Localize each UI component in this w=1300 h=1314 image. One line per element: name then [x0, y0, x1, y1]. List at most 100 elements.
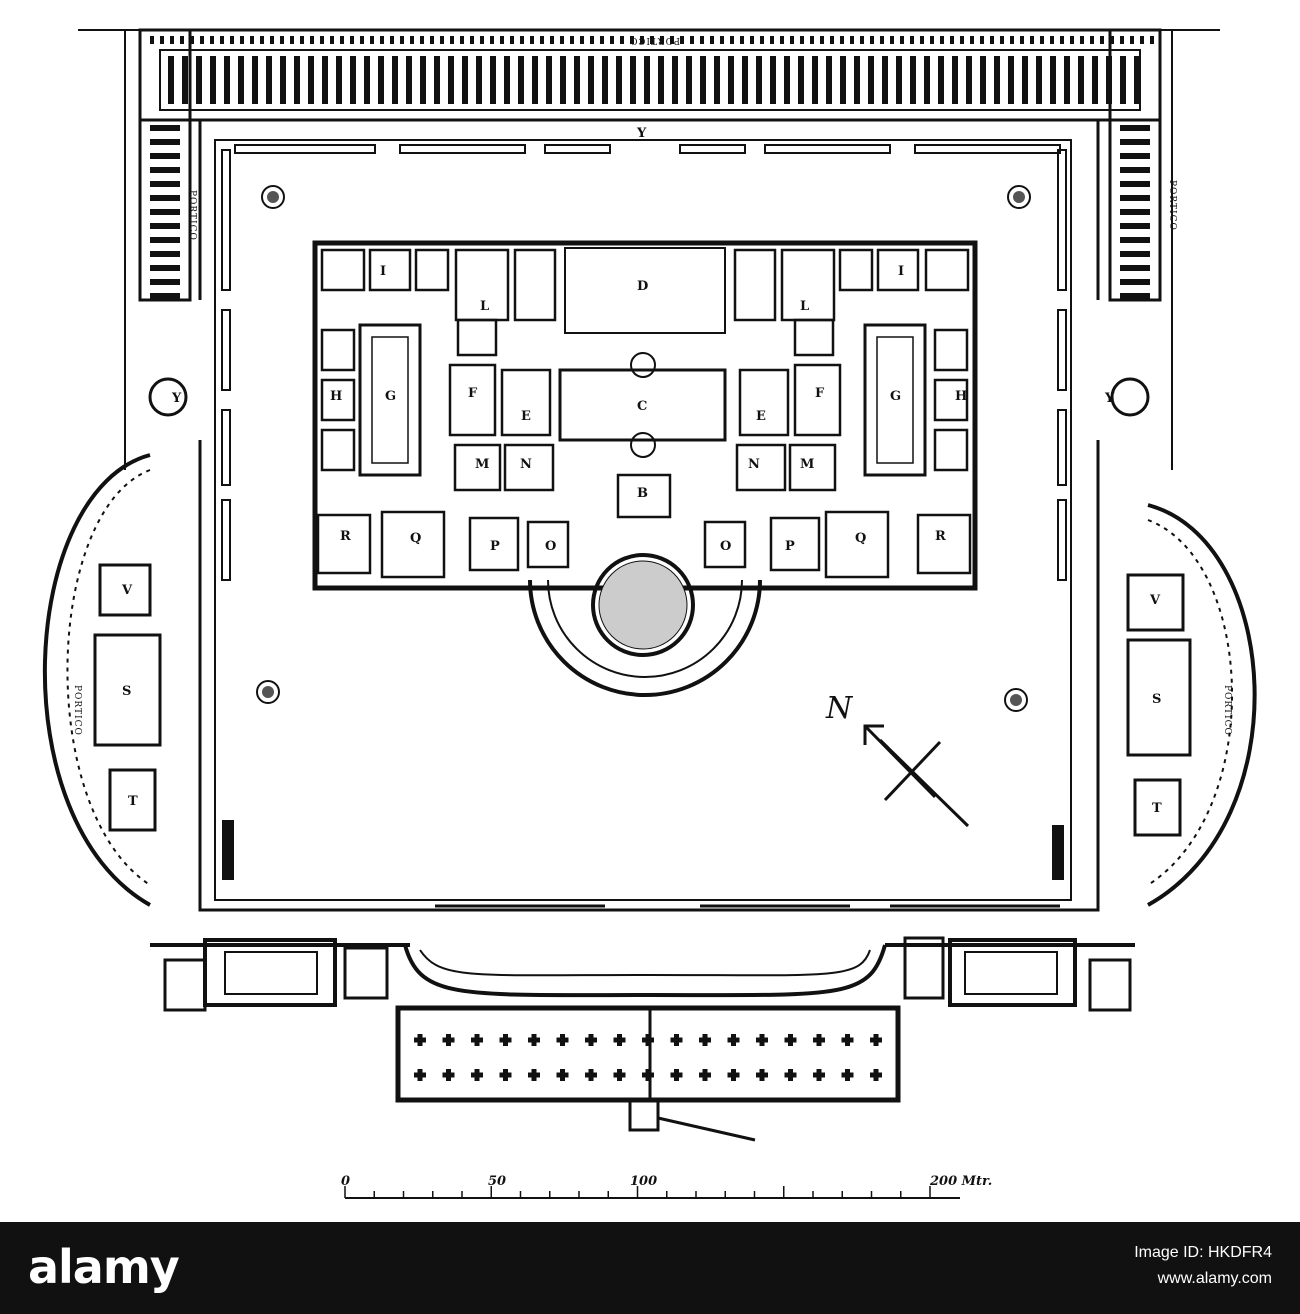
edge-strip — [221, 409, 231, 486]
portico-dentil — [590, 36, 594, 44]
room — [380, 510, 446, 579]
portico-dentil — [350, 36, 354, 44]
portico-column — [532, 56, 538, 104]
portico-column — [150, 181, 180, 187]
room-label: P — [785, 539, 795, 554]
room-label: D — [637, 279, 648, 294]
portico-column — [644, 56, 650, 104]
portico-dentil — [840, 36, 844, 44]
portico-column — [742, 56, 748, 104]
room — [876, 248, 920, 292]
portico-column — [1064, 56, 1070, 104]
bath-block — [312, 240, 978, 697]
portico-column — [952, 56, 958, 104]
portico-dentil — [870, 36, 874, 44]
room-label: N — [748, 457, 760, 472]
portico-dentil — [1080, 36, 1084, 44]
portico-dentil — [310, 36, 314, 44]
room — [838, 248, 874, 292]
room-label: F — [468, 386, 478, 401]
portico-dentil — [760, 36, 764, 44]
portico-dentil — [1100, 36, 1104, 44]
portico-label: PORTICO — [72, 685, 82, 736]
portico-column — [1120, 251, 1150, 257]
portico-column — [1120, 293, 1150, 299]
portico-dentil — [440, 36, 444, 44]
portico-dentil — [830, 36, 834, 44]
portico-column — [854, 56, 860, 104]
portico-column — [336, 56, 342, 104]
portico-column — [672, 56, 678, 104]
portico-column — [518, 56, 524, 104]
portico-column — [1120, 223, 1150, 229]
portico-column — [150, 209, 180, 215]
room-label: Y — [1104, 391, 1115, 406]
room-label: L — [480, 299, 489, 314]
watermark-url: www.alamy.com — [1157, 1270, 1272, 1287]
room — [500, 368, 552, 437]
room — [703, 520, 747, 569]
room-label: T — [1152, 801, 1162, 816]
portico-column — [868, 56, 874, 104]
portico-label: PORTICO — [187, 190, 197, 241]
portico-dentil — [1090, 36, 1094, 44]
portico-column — [150, 167, 180, 173]
portico-dentil — [730, 36, 734, 44]
edge-strip — [1057, 409, 1067, 486]
portico-column — [1120, 237, 1150, 243]
room — [733, 248, 777, 322]
scale-label: 100 — [630, 1174, 657, 1189]
portico-column — [588, 56, 594, 104]
portico-column — [210, 56, 216, 104]
room-label: E — [756, 409, 766, 424]
portico-dentil — [190, 36, 194, 44]
room-label: V — [1149, 593, 1161, 608]
edge-strip — [1057, 499, 1067, 581]
portico-column — [1008, 56, 1014, 104]
portico-column — [1120, 195, 1150, 201]
room — [316, 513, 372, 575]
north-label: N — [825, 691, 854, 726]
room — [320, 378, 356, 422]
portico-dentil — [560, 36, 564, 44]
cistern-pier — [699, 1034, 711, 1081]
portico-column — [1134, 56, 1140, 104]
room-label: B — [637, 486, 648, 501]
portico-column — [406, 56, 412, 104]
portico-column — [150, 251, 180, 257]
portico-dentil — [1140, 36, 1144, 44]
portico-dentil — [1060, 36, 1064, 44]
portico-dentil — [850, 36, 854, 44]
portico-dentil — [1020, 36, 1024, 44]
portico-dentil — [480, 36, 484, 44]
room — [924, 248, 970, 292]
room-label: G — [385, 389, 396, 404]
room-label: S — [1152, 692, 1161, 707]
portico-dentil — [160, 36, 164, 44]
portico-column — [252, 56, 258, 104]
portico-column — [280, 56, 286, 104]
portico-dentil — [880, 36, 884, 44]
portico-dentil — [930, 36, 934, 44]
floor-plan: I L G H F E N M R Q P O V S T Y I L G H … — [43, 28, 1257, 1199]
portico-column — [924, 56, 930, 104]
portico-column — [1078, 56, 1084, 104]
portico-column — [770, 56, 776, 104]
image-id: Image ID: HKDFR4 — [1134, 1244, 1272, 1261]
portico-column — [938, 56, 944, 104]
room — [793, 363, 842, 437]
portico-dentil — [500, 36, 504, 44]
room — [933, 378, 969, 422]
room-label: Y — [171, 391, 182, 406]
portico-column — [756, 56, 762, 104]
room — [414, 248, 450, 292]
portico-label: PORTICO — [629, 35, 680, 45]
portico-dentil — [910, 36, 914, 44]
portico-dentil — [700, 36, 704, 44]
cistern-pier — [471, 1034, 483, 1081]
alamy-logo: alamy — [28, 1240, 180, 1294]
portico-dentil — [670, 36, 674, 44]
portico-dentil — [1120, 36, 1124, 44]
portico-dentil — [290, 36, 294, 44]
cistern-pier — [727, 1034, 740, 1081]
